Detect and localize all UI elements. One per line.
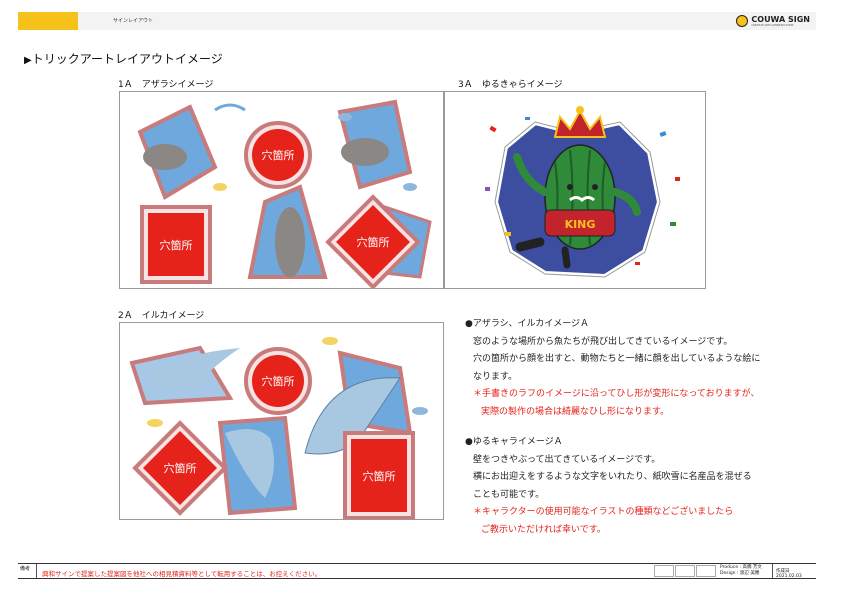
arrow-icon: ▶ bbox=[24, 55, 32, 66]
desc-b-line2: 横にお出迎えをするような文字をいれたり、紙吹雪に名産品を混ぜる bbox=[473, 472, 752, 482]
dolphin-hole-circle: 穴箇所 bbox=[244, 347, 312, 415]
footer-cell bbox=[696, 565, 716, 577]
king-text: KING bbox=[565, 218, 596, 231]
dolphin-hole-rect: 穴箇所 bbox=[343, 431, 415, 519]
seal-hole-diamond: 穴箇所 bbox=[325, 194, 421, 288]
seal-window-left bbox=[137, 104, 218, 200]
yuru-illustration: KING bbox=[485, 106, 680, 281]
desc-a-line2: 穴の箇所から顔を出すと、動物たちと一緒に顔を出しているような絵に bbox=[473, 354, 761, 364]
company-logo: COUWA SIGN CREATIVE ARTS COMMUNICATION bbox=[736, 14, 810, 28]
desc-b-line1: 壁をつきやぶって出てきているイメージです。 bbox=[473, 454, 661, 465]
footer-credits: Produce : 高橋 芳文 Design : 渡辺 美穂 bbox=[720, 565, 762, 577]
footer-divider bbox=[36, 564, 37, 578]
footer-cells bbox=[654, 565, 716, 577]
seal-illustration: 穴箇所 穴箇所 穴箇所 bbox=[137, 99, 432, 288]
yuru-panel: KING bbox=[444, 91, 706, 289]
footer-notice: 興和サインで提案した提案図を他社への相見積資料等として転用することは、お控えくだ… bbox=[42, 570, 322, 578]
dolphin-hole-diamond: 穴箇所 bbox=[132, 420, 228, 516]
dolphin-illustration: 穴箇所 穴箇所 穴箇所 bbox=[129, 337, 428, 519]
logo-mark-icon bbox=[736, 15, 749, 27]
dolphin-hole-rect-text: 穴箇所 bbox=[363, 469, 396, 483]
header-accent bbox=[18, 12, 78, 30]
footer-cell bbox=[654, 565, 674, 577]
crown-icon bbox=[553, 106, 607, 138]
desc-a-heading: ●アザラシ、イルカイメージＡ bbox=[465, 319, 590, 329]
logo-sub: CREATIVE ARTS COMMUNICATION bbox=[751, 24, 794, 27]
footer-produce: Produce : 高橋 芳文 bbox=[720, 565, 762, 570]
description-b: ●ゆるキャライメージＡ 壁をつきやぶって出てきているイメージです。 横にお出迎え… bbox=[465, 434, 752, 539]
seal-window-right bbox=[337, 99, 413, 190]
desc-b-line3: ことも可能です。 bbox=[473, 489, 545, 500]
logo-name: COUWA SIGN bbox=[751, 15, 810, 24]
seal-label: 1Ａ アザラシイメージ bbox=[118, 80, 214, 90]
seal-hole-circle-text: 穴箇所 bbox=[262, 148, 295, 162]
yuru-label: 3Ａ ゆるきゃらイメージ bbox=[458, 80, 563, 90]
dolphin-panel: 穴箇所 穴箇所 穴箇所 bbox=[119, 322, 444, 520]
footer-cell bbox=[675, 565, 695, 577]
seal-hole-circle: 穴箇所 bbox=[244, 121, 312, 189]
footer-bar: 備考 興和サインで提案した提案図を他社への相見積資料等として転用することは、お控… bbox=[18, 563, 816, 579]
footer-label: 備考 bbox=[20, 566, 31, 572]
seal-hole-rect: 穴箇所 bbox=[140, 205, 212, 284]
seal-hole-diamond-text: 穴箇所 bbox=[357, 235, 390, 249]
desc-a-line1: 窓のような場所から魚たちが飛び出してきているイメージです。 bbox=[473, 336, 733, 347]
footer-date: 作成日 2021.02.03 bbox=[776, 569, 802, 579]
dolphin-window-bottom-mid bbox=[217, 415, 298, 516]
seal-hole-rect-text: 穴箇所 bbox=[160, 238, 193, 252]
desc-b-heading: ●ゆるキャライメージＡ bbox=[465, 437, 563, 447]
seal-window-bottom-mid bbox=[247, 184, 328, 279]
seal-panel: 穴箇所 穴箇所 穴箇所 bbox=[119, 91, 444, 289]
section-title: ▶トリックアートレイアウトイメージ bbox=[24, 50, 223, 67]
desc-a-note1: ＊手書きのラフのイメージに沿ってひし形が変形になっておりますが、 bbox=[473, 389, 760, 399]
dolphin-hole-diamond-text: 穴箇所 bbox=[164, 461, 197, 475]
footer-divider bbox=[772, 564, 773, 578]
desc-a-note2: 実際の製作の場合は綺麗なひし形になります。 bbox=[481, 406, 670, 417]
dolphin-window-top-left bbox=[129, 345, 240, 406]
desc-b-note1: ＊キャラクターの使用可能なイラストの種類などございましたら bbox=[473, 507, 734, 517]
desc-b-note2: ご教示いただければ幸いです。 bbox=[481, 524, 606, 535]
description-a: ●アザラシ、イルカイメージＡ 窓のような場所から魚たちが飛び出してきているイメー… bbox=[465, 316, 760, 421]
watermelon-character: KING bbox=[513, 144, 641, 269]
header-bar: サインレイアウト COUWA SIGN CREATIVE ARTS COMMUN… bbox=[18, 12, 816, 30]
dolphin-hole-circle-text: 穴箇所 bbox=[262, 374, 295, 388]
section-title-text: トリックアートレイアウトイメージ bbox=[31, 52, 223, 66]
dolphin-label: 2Ａ イルカイメージ bbox=[118, 311, 205, 321]
header-title: サインレイアウト bbox=[113, 18, 154, 24]
desc-a-line3: なります。 bbox=[473, 371, 518, 382]
footer-design: Design : 渡辺 美穂 bbox=[720, 571, 760, 576]
